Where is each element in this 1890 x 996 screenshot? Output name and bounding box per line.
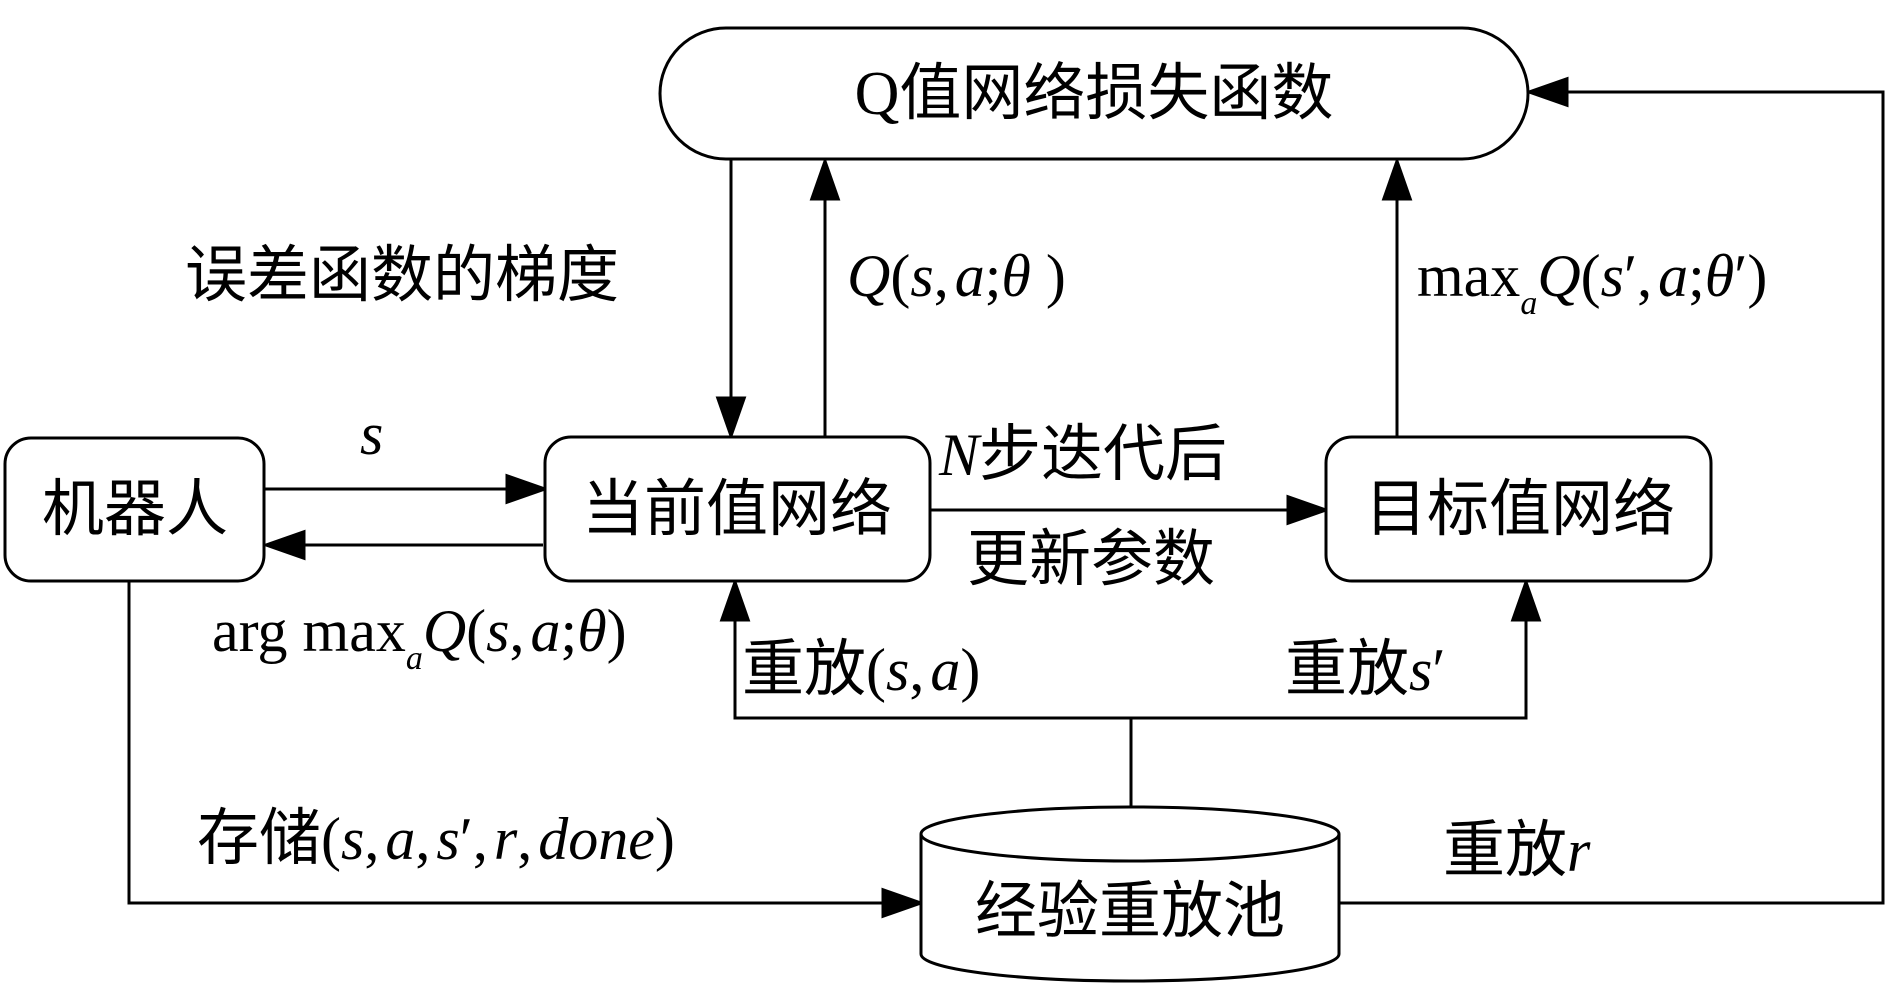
q-target-label: maxaQ(s′,a;θ′) <box>1417 243 1767 322</box>
edge-store <box>127 582 926 919</box>
replay-r-label: 重放r <box>1443 817 1591 885</box>
node-target: 目标值网络 <box>1324 435 1713 583</box>
update-label: 更新参数 <box>967 526 1215 594</box>
target-label: 目标值网络 <box>1365 476 1675 544</box>
replay-pool-label: 经验重放池 <box>975 878 1285 946</box>
replay-sa-label: 重放(s,a) <box>742 636 980 704</box>
gradient-label: 误差函数的梯度 <box>185 242 619 310</box>
edge-replay-r <box>1339 76 1885 905</box>
node-replay-pool: 经验重放池 <box>919 805 1341 983</box>
edge-replay-s <box>1131 577 1542 720</box>
n-step-label: N步迭代后 <box>938 421 1227 489</box>
edge-replay-sa <box>719 577 1133 808</box>
replay-s-label: 重放s′ <box>1285 636 1446 704</box>
loss-label: Q值网络损失函数 <box>855 60 1334 128</box>
edges <box>127 76 1885 919</box>
store-label: 存储(s,a,s′,r,done) <box>197 805 675 873</box>
argmax-label: arg maxaQ(s,a;θ) <box>212 598 627 677</box>
node-current: 当前值网络 <box>543 435 932 583</box>
node-robot: 机器人 <box>3 436 266 583</box>
robot-label: 机器人 <box>42 476 228 544</box>
current-label: 当前值网络 <box>582 476 892 544</box>
q-current-label: Q(s,a;θ ) <box>847 243 1066 309</box>
state-label: s <box>360 401 383 467</box>
node-loss: Q值网络损失函数 <box>658 26 1530 161</box>
